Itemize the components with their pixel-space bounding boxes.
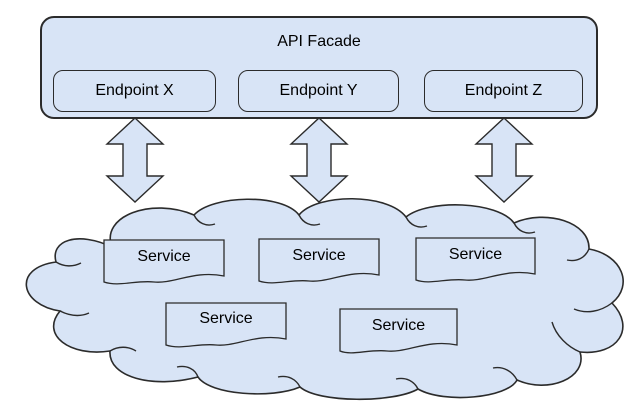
endpoint-y-label: Endpoint Y [279, 82, 358, 99]
service-document-shape [103, 239, 225, 285]
service-label: Service [292, 247, 346, 264]
api-facade-title: API Facade [277, 33, 361, 50]
service-document-shape [415, 237, 536, 283]
api-facade-box: API Facade Endpoint X Endpoint Y Endpoin… [40, 16, 598, 119]
double-arrow-endpoint-z [474, 117, 534, 203]
service-document-shape [165, 302, 287, 348]
cloud-curl-details [55, 214, 613, 390]
endpoint-x-label: Endpoint X [95, 82, 174, 99]
endpoint-z-label: Endpoint Z [464, 82, 543, 99]
service-label: Service [199, 310, 253, 327]
service-document-shape [339, 308, 458, 354]
service-label: Service [448, 246, 503, 263]
endpoint-z-box: Endpoint Z [424, 70, 583, 112]
double-arrow-endpoint-x [105, 117, 165, 203]
service-label: Service [371, 316, 426, 334]
service-document-shape [258, 238, 380, 284]
service-label: Service [137, 248, 191, 265]
endpoint-x-box: Endpoint X [53, 70, 216, 112]
double-arrow-endpoint-y [289, 117, 349, 203]
endpoint-y-box: Endpoint Y [238, 70, 399, 112]
cloud-shape [25, 197, 624, 401]
